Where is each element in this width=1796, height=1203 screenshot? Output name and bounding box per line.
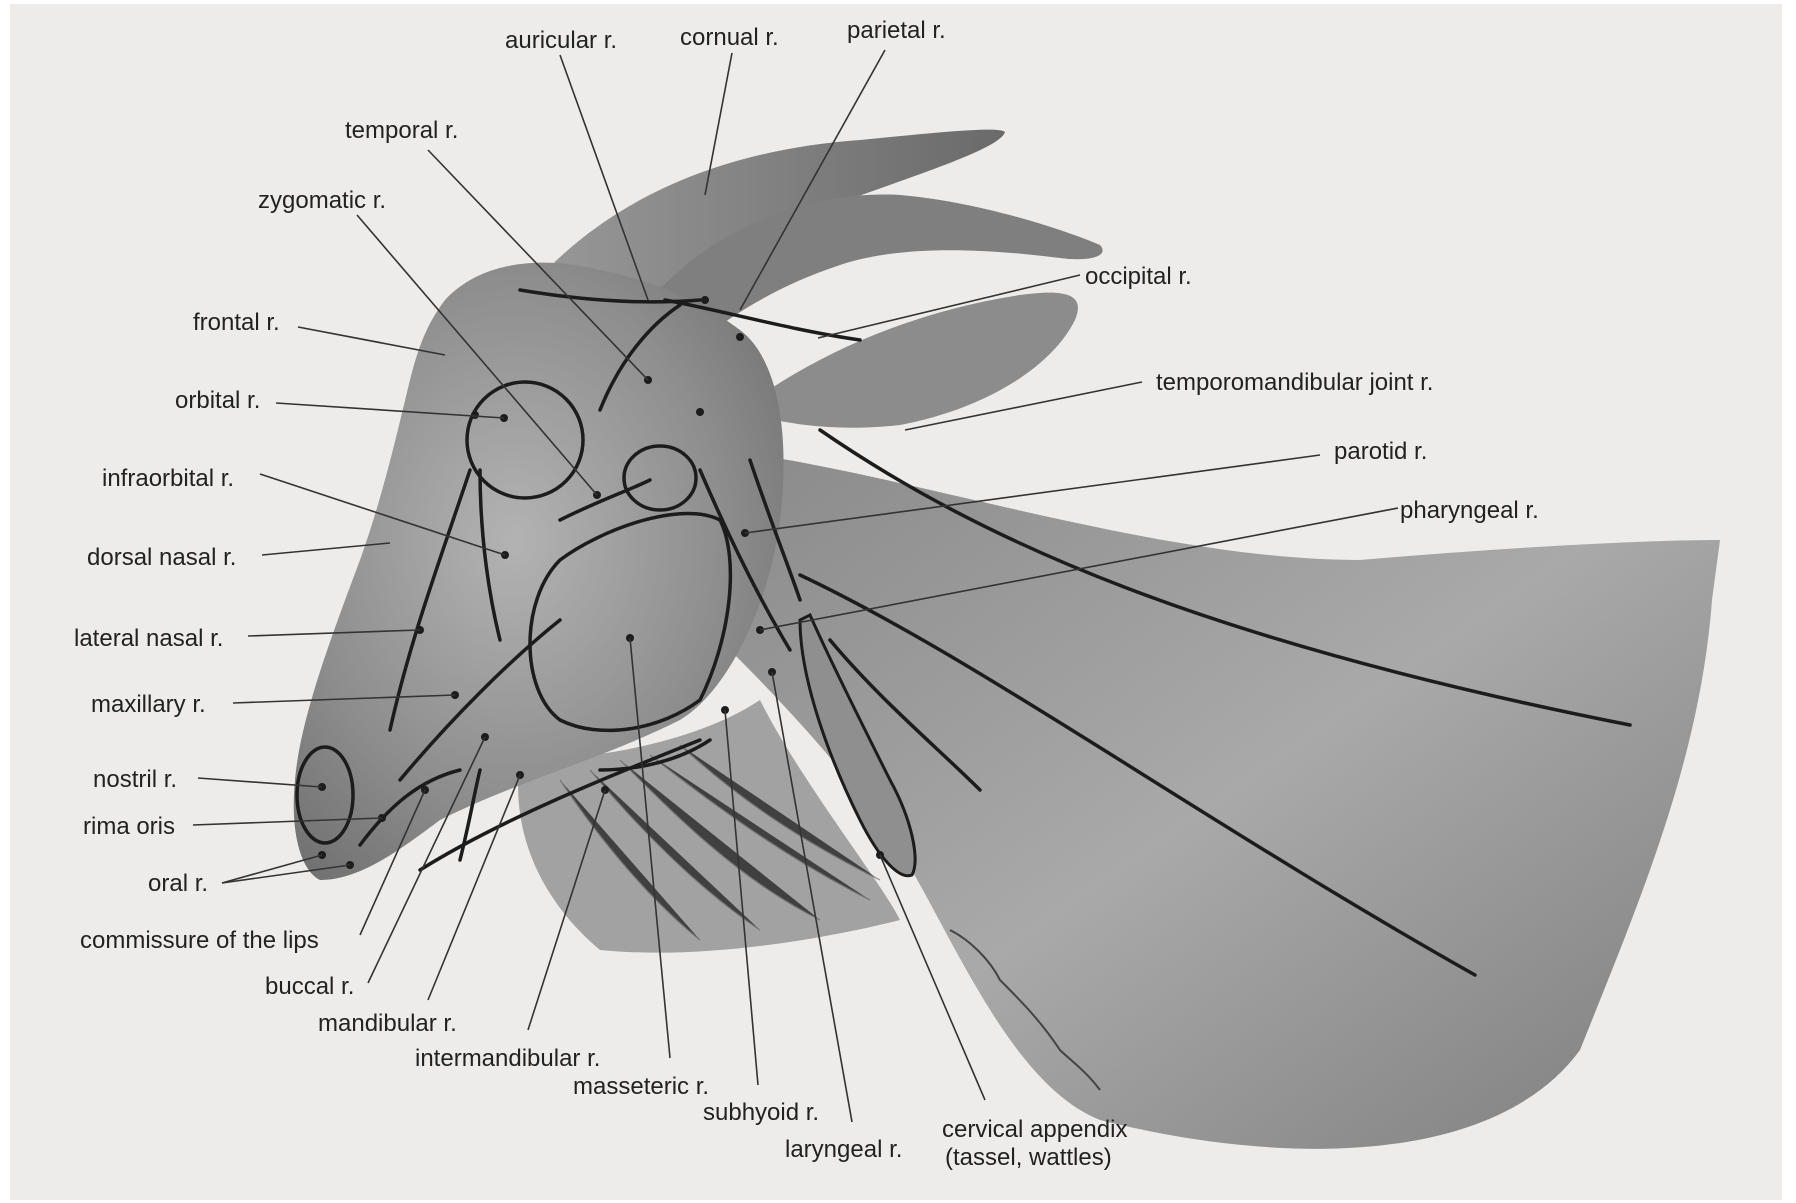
label-parietal: parietal r. [847, 17, 946, 44]
label-rima-oris: rima oris [83, 813, 175, 840]
label-intermandibular: intermandibular r. [415, 1045, 600, 1072]
label-dorsal-nasal: dorsal nasal r. [87, 544, 236, 571]
label-masseteric: masseteric r. [573, 1073, 709, 1100]
label-mandibular: mandibular r. [318, 1010, 457, 1037]
label-commissure: commissure of the lips [80, 927, 319, 954]
label-oral: oral r. [148, 870, 208, 897]
label-lateral-nasal: lateral nasal r. [74, 625, 223, 652]
label-cornual: cornual r. [680, 24, 779, 51]
label-occipital: occipital r. [1085, 263, 1192, 290]
label-maxillary: maxillary r. [91, 691, 206, 718]
label-buccal: buccal r. [265, 973, 354, 1000]
label-frontal: frontal r. [193, 309, 280, 336]
label-zygomatic: zygomatic r. [258, 187, 386, 214]
label-temporal: temporal r. [345, 117, 458, 144]
label-cervical-appendix-note: (tassel, wattles) [945, 1144, 1112, 1171]
ear-shape [740, 293, 1078, 428]
label-parotid: parotid r. [1334, 438, 1427, 465]
label-nostril: nostril r. [93, 766, 177, 793]
label-subhyoid: subhyoid r. [703, 1099, 819, 1126]
label-laryngeal: laryngeal r. [785, 1136, 902, 1163]
label-infraorbital: infraorbital r. [102, 465, 234, 492]
label-cervical-appendix: cervical appendix [942, 1116, 1127, 1143]
label-pharyngeal: pharyngeal r. [1400, 497, 1539, 524]
label-auricular: auricular r. [505, 27, 617, 54]
label-orbital: orbital r. [175, 387, 260, 414]
label-temporomandibular: temporomandibular joint r. [1156, 369, 1433, 396]
